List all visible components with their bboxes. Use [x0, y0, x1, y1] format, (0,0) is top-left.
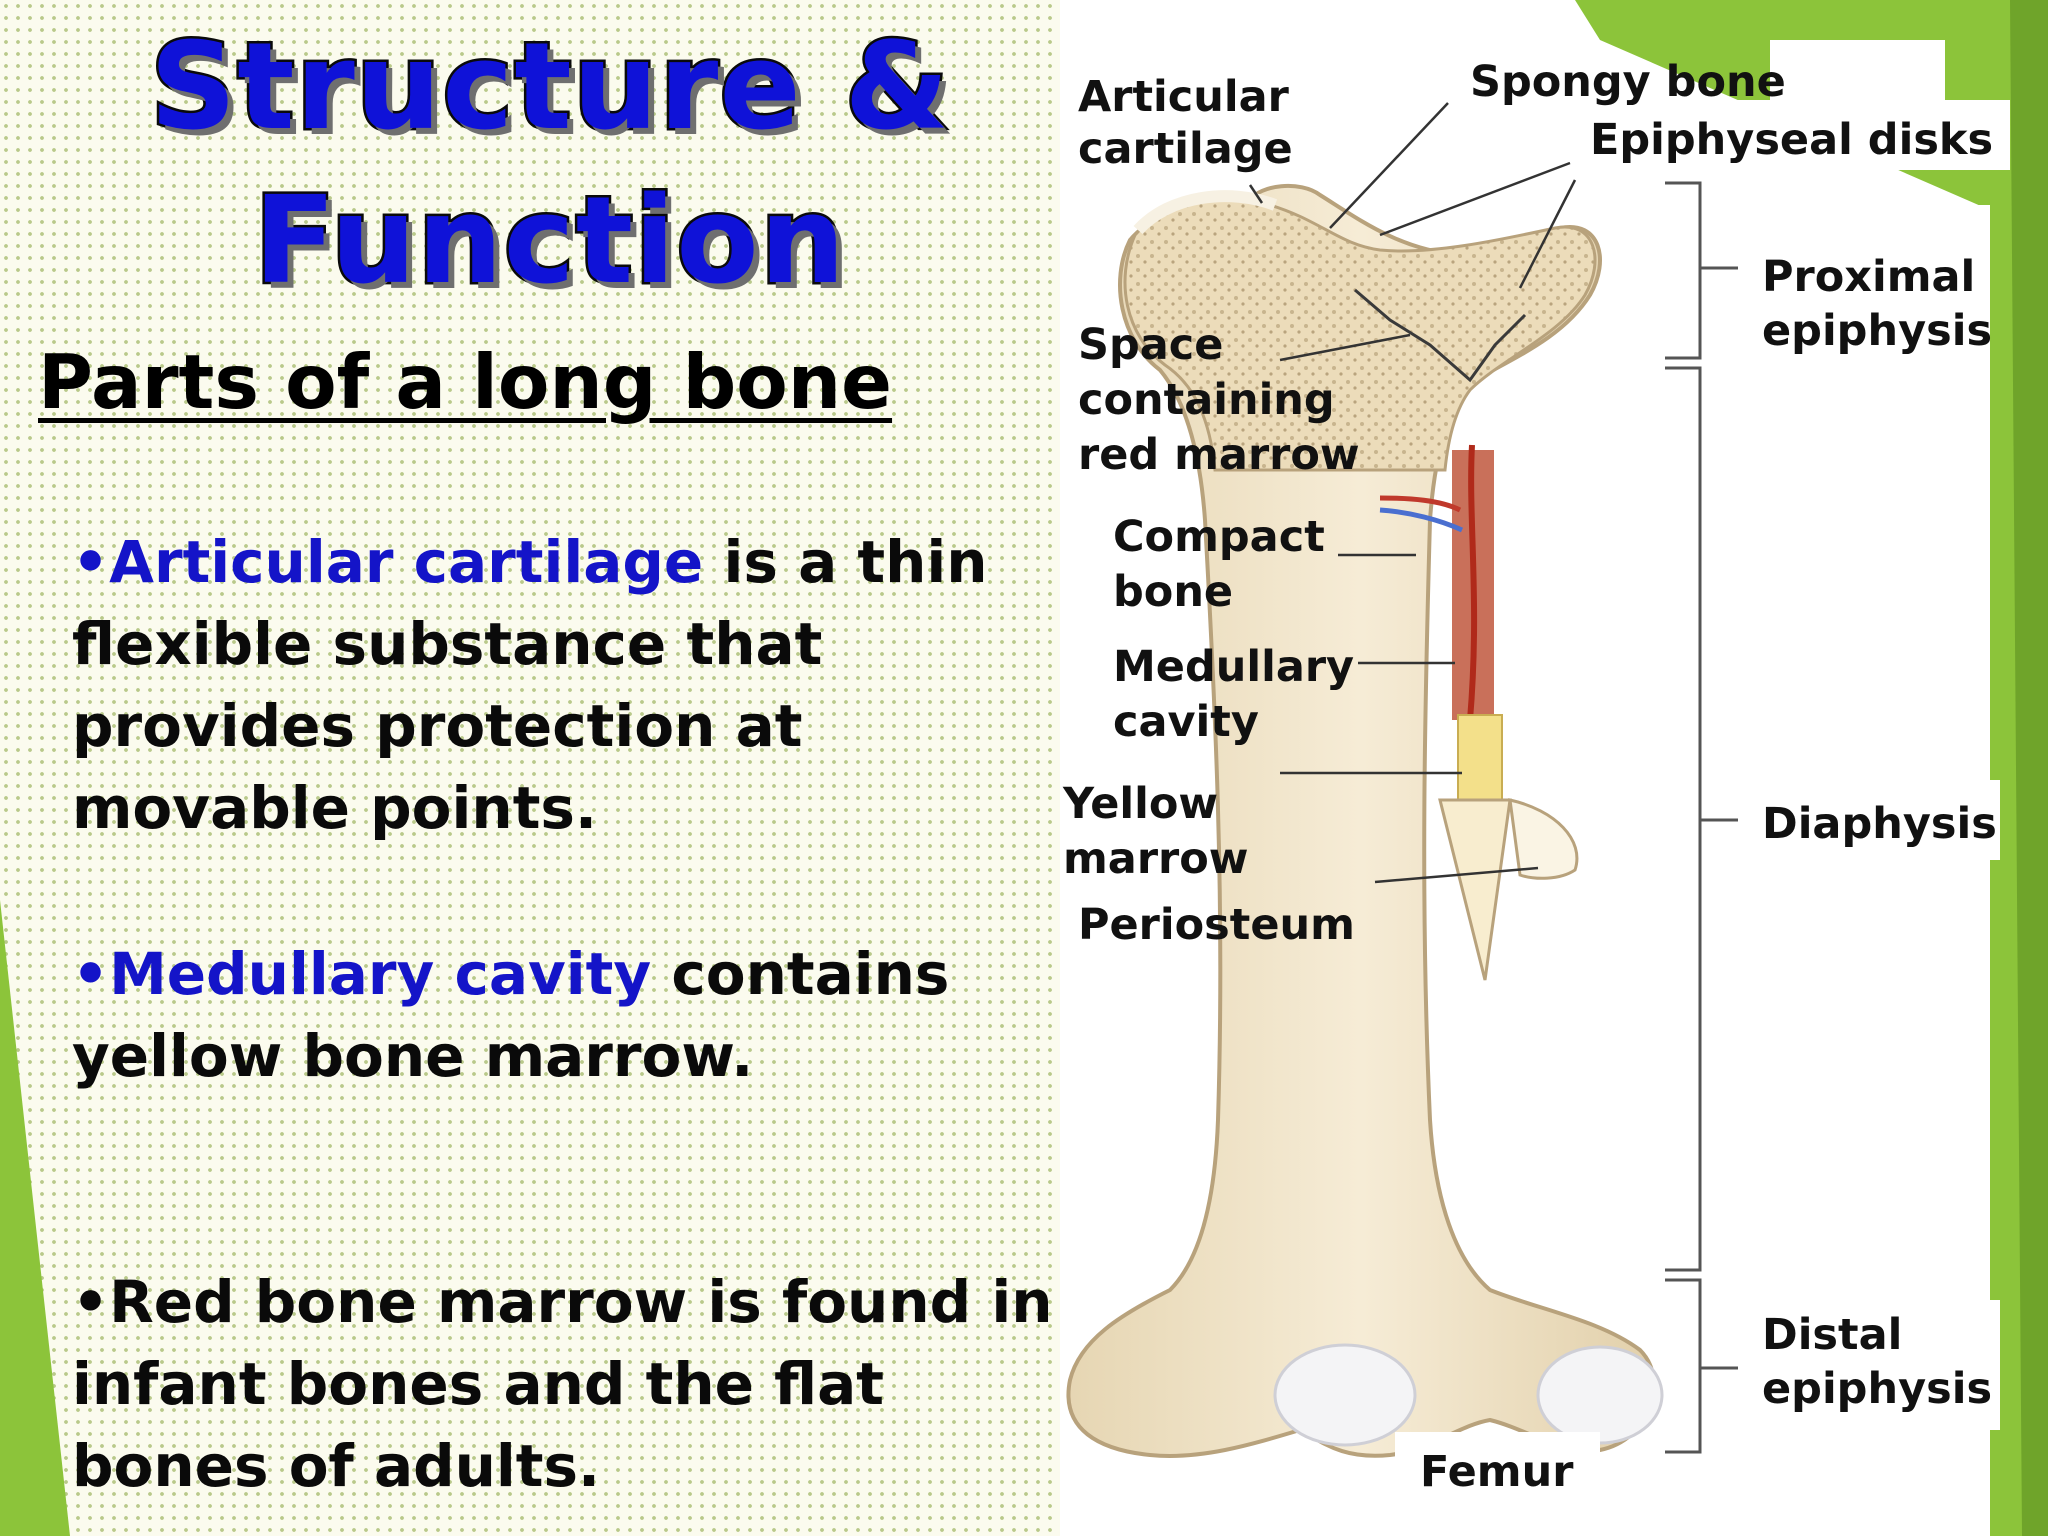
label-space-red-marrow-line2: containing	[1078, 375, 1335, 425]
title-line-1: Structure &	[147, 18, 951, 157]
paragraph-text: Red bone marrow is found in infant bones…	[72, 1268, 1053, 1500]
label-backing	[1700, 205, 1990, 355]
label-articular-cartilage-line2: cartilage	[1078, 124, 1293, 174]
paragraph-text: is a thin flexible substance that provid…	[72, 528, 988, 842]
blood-vessel	[1379, 507, 1464, 533]
bullet: •	[72, 940, 110, 1008]
term-highlight: Medullary cavity	[109, 940, 652, 1008]
label-compact-bone-line2: bone	[1113, 567, 1234, 617]
term-highlight: Articular cartilage	[109, 528, 704, 596]
bullet: •	[72, 1268, 110, 1336]
distal-cartilage	[1536, 1345, 1664, 1445]
distal-cartilage	[1273, 1343, 1417, 1447]
blood-vessel	[1379, 495, 1462, 513]
label-epiphyseal-disks: Epiphyseal disks	[1590, 115, 1994, 165]
label-backing	[1700, 780, 2000, 860]
label-distal-epiphysis-line1: Distal	[1762, 1310, 1903, 1360]
paragraph-text: contains yellow bone marrow.	[72, 940, 950, 1090]
label-articular-cartilage-line1: Articular	[1078, 72, 1289, 122]
left-green-triangle	[0, 900, 70, 1536]
label-compact-bone-line1: Compact	[1113, 512, 1325, 562]
femur-label-backing	[1395, 1432, 1600, 1532]
label-spongy-bone: Spongy bone	[1470, 57, 1786, 107]
blood-vessel	[1467, 444, 1478, 721]
yellow-marrow-shape	[1457, 714, 1503, 801]
label-proximal-epiphysis-line2: epiphysis	[1762, 306, 1993, 356]
subtitle: Parts of a long bone	[38, 338, 893, 426]
paragraph-medullary-cavity: •Medullary cavity contains yellow bone m…	[72, 933, 1072, 1097]
label-yellow-marrow-line2: marrow	[1063, 834, 1249, 884]
label-proximal-epiphysis-line1: Proximal	[1762, 252, 1976, 302]
title-line-2: Function	[251, 172, 847, 311]
label-yellow-marrow-line1: Yellow	[1063, 779, 1219, 829]
label-space-red-marrow-line1: Space	[1078, 320, 1224, 370]
label-diaphysis: Diaphysis	[1762, 799, 1997, 849]
paragraph-red-bone-marrow: •Red bone marrow is found in infant bone…	[72, 1261, 1072, 1507]
epiphyseal-line	[1354, 288, 1527, 383]
label-backing	[1700, 1300, 2000, 1430]
label-medullary-cavity-line2: cavity	[1113, 697, 1259, 747]
label-medullary-cavity-line1: Medullary	[1113, 642, 1355, 692]
dotted-background	[0, 0, 1130, 1536]
periosteum-shape	[1438, 798, 1512, 981]
paragraph-articular-cartilage: •Articular cartilage is a thin flexible …	[72, 521, 1072, 849]
right-green-edge	[2010, 0, 2048, 1536]
periosteum-flap	[1508, 798, 1579, 880]
label-distal-epiphysis-line2: epiphysis	[1762, 1364, 1993, 1414]
bullet: •	[72, 528, 110, 596]
leader-lines	[1248, 102, 1577, 884]
label-space-red-marrow-line3: red marrow	[1078, 430, 1360, 480]
label-backing	[1590, 100, 2010, 170]
label-periosteum: Periosteum	[1078, 900, 1355, 950]
label-femur: Femur	[1420, 1447, 1574, 1497]
brackets	[1665, 181, 1738, 1454]
spongy-bone-region	[1123, 195, 1597, 472]
